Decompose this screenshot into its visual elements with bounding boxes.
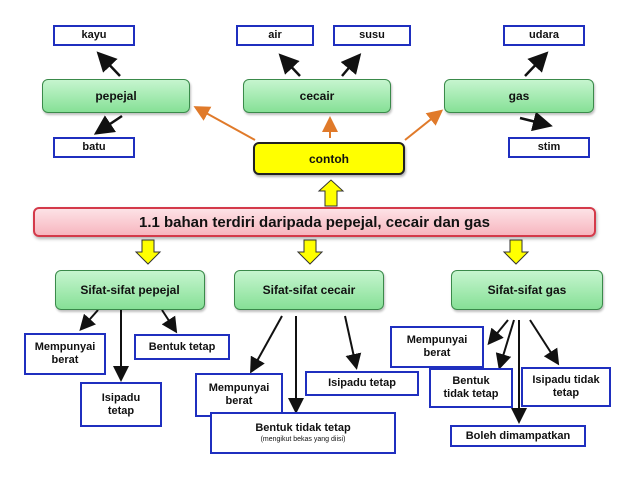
arrow-pepejal-bentuk bbox=[161, 309, 178, 334]
arrow-to-kayu bbox=[96, 51, 121, 77]
arrow-contoh-pepejal bbox=[193, 106, 256, 141]
pepejal-bentuk: Bentuk tetap bbox=[134, 334, 230, 360]
example-air: air bbox=[236, 25, 314, 46]
properties-cecair-title: Sifat-sifat cecair bbox=[234, 270, 384, 310]
block-arrow-down-cecair bbox=[296, 239, 324, 265]
arrow-gas-isipadu bbox=[529, 319, 560, 366]
cecair-bentuk: Bentuk tidak tetap (mengikut bekas yang … bbox=[210, 412, 396, 454]
arrow-pepejal-berat bbox=[79, 309, 99, 331]
gas-bentuk: Bentuk tidak tetap bbox=[429, 368, 513, 408]
cecair-bentuk-note: (mengikut bekas yang diisi) bbox=[260, 436, 346, 443]
pepejal-berat: Mempunyai berat bbox=[24, 333, 106, 375]
cecair-isipadu: Isipadu tetap bbox=[305, 371, 419, 396]
arrow-cecair-isipadu bbox=[344, 315, 362, 370]
pepejal-isipadu: Isipadu tetap bbox=[80, 382, 162, 427]
arrow-to-udara bbox=[524, 51, 549, 77]
block-arrow-down-pepejal bbox=[134, 239, 162, 265]
arrow-to-air bbox=[278, 53, 301, 77]
example-udara: udara bbox=[503, 25, 585, 46]
properties-pepejal-title: Sifat-sifat pepejal bbox=[55, 270, 205, 310]
state-pepejal: pepejal bbox=[42, 79, 190, 113]
properties-gas-title: Sifat-sifat gas bbox=[451, 270, 603, 310]
gas-berat: Mempunyai berat bbox=[390, 326, 484, 368]
arrow-cecair-berat bbox=[250, 315, 283, 374]
contoh-box: contoh bbox=[253, 142, 405, 175]
gas-isipadu: Isipadu tidak tetap bbox=[521, 367, 611, 407]
gas-mampat: Boleh dimampatkan bbox=[450, 425, 586, 447]
cecair-bentuk-label: Bentuk tidak tetap bbox=[255, 422, 351, 434]
state-cecair: cecair bbox=[243, 79, 391, 113]
state-gas: gas bbox=[444, 79, 594, 113]
arrow-contoh-gas bbox=[404, 109, 444, 141]
example-stim: stim bbox=[508, 137, 590, 158]
arrow-gas-berat bbox=[487, 319, 509, 346]
example-kayu: kayu bbox=[53, 25, 135, 46]
arrow-to-stim bbox=[519, 111, 553, 132]
example-susu: susu bbox=[333, 25, 411, 46]
arrow-gas-bentuk bbox=[495, 319, 515, 370]
block-arrow-down-gas bbox=[502, 239, 530, 265]
block-arrow-up bbox=[317, 179, 345, 207]
arrow-to-susu bbox=[340, 53, 362, 77]
main-title: 1.1 bahan terdiri daripada pepejal, ceca… bbox=[33, 207, 596, 237]
cecair-berat: Mempunyai berat bbox=[195, 373, 283, 417]
example-batu: batu bbox=[53, 137, 135, 158]
arrow-to-batu bbox=[93, 114, 123, 135]
